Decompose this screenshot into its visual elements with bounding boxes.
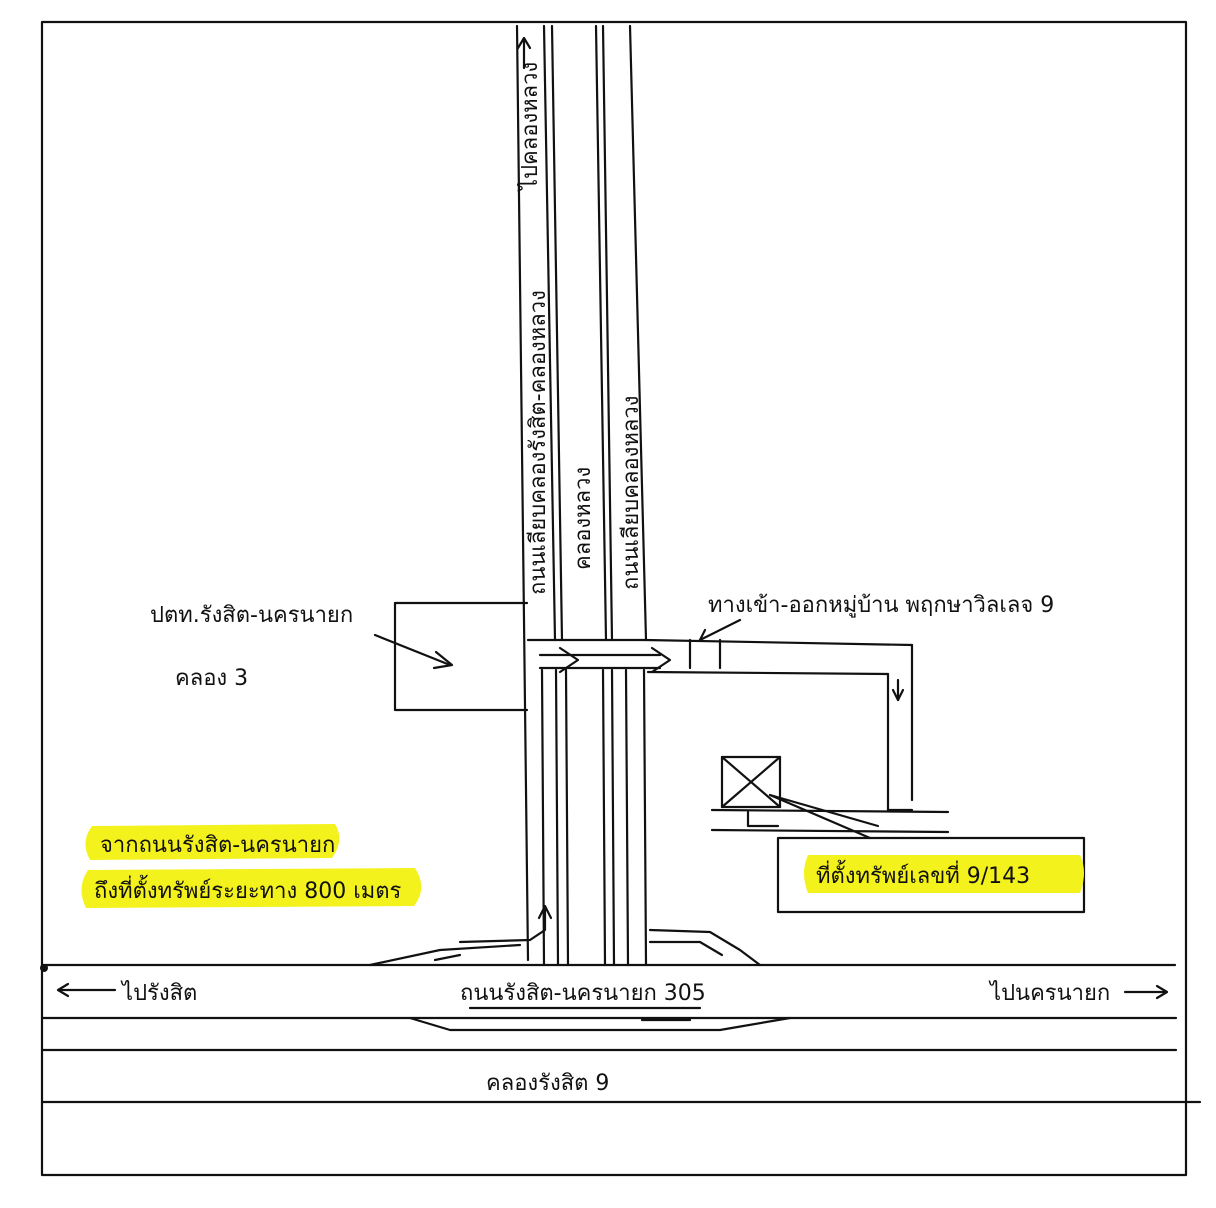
label-north-destination: ไปคลองหลวง bbox=[517, 62, 543, 192]
label-post-office: ปตท.รังสิต-นครนายก bbox=[150, 603, 353, 628]
label-canal-vertical: คลองหลวง bbox=[571, 467, 596, 570]
label-post-office-sub: คลอง 3 bbox=[175, 666, 248, 691]
label-main-road: ถนนรังสิต-นครนายก 305 bbox=[460, 981, 706, 1006]
east-arrow bbox=[1123, 984, 1169, 1000]
location-note-highlight bbox=[81, 824, 422, 908]
map-border bbox=[40, 20, 1188, 1177]
west-arrow bbox=[56, 982, 117, 998]
north-arrow bbox=[516, 36, 532, 70]
label-canal-horizontal: คลองรังสิต 9 bbox=[486, 1071, 609, 1096]
label-main-vertical-road: ถนนเลียบคลองรังสิต-คลองหลวง bbox=[526, 290, 551, 595]
property-label-box bbox=[776, 836, 1086, 914]
village-access-road bbox=[643, 618, 950, 834]
main-road bbox=[40, 904, 1202, 1104]
property-marker bbox=[720, 755, 880, 840]
label-village-entrance: ทางเข้า-ออกหมู่บ้าน พฤกษาวิลเลจ 9 bbox=[708, 593, 1054, 618]
label-vertical-east-road: ถนนเลียบคลองหลวง bbox=[619, 396, 644, 591]
label-to-west: ไปรังสิต bbox=[120, 980, 197, 1006]
location-note-line1: จากถนนรังสิต-นครนายก bbox=[100, 833, 335, 858]
vertical-road-canal bbox=[515, 24, 672, 967]
property-label: ที่ตั้งทรัพย์เลขที่ 9/143 bbox=[816, 860, 1030, 889]
road-end-dot bbox=[40, 964, 48, 972]
label-to-east: ไปนครนายก bbox=[988, 980, 1110, 1006]
post-office-building bbox=[373, 601, 529, 712]
location-note-line2: ถึงที่ตั้งทรัพย์ระยะทาง 800 เมตร bbox=[94, 875, 402, 904]
